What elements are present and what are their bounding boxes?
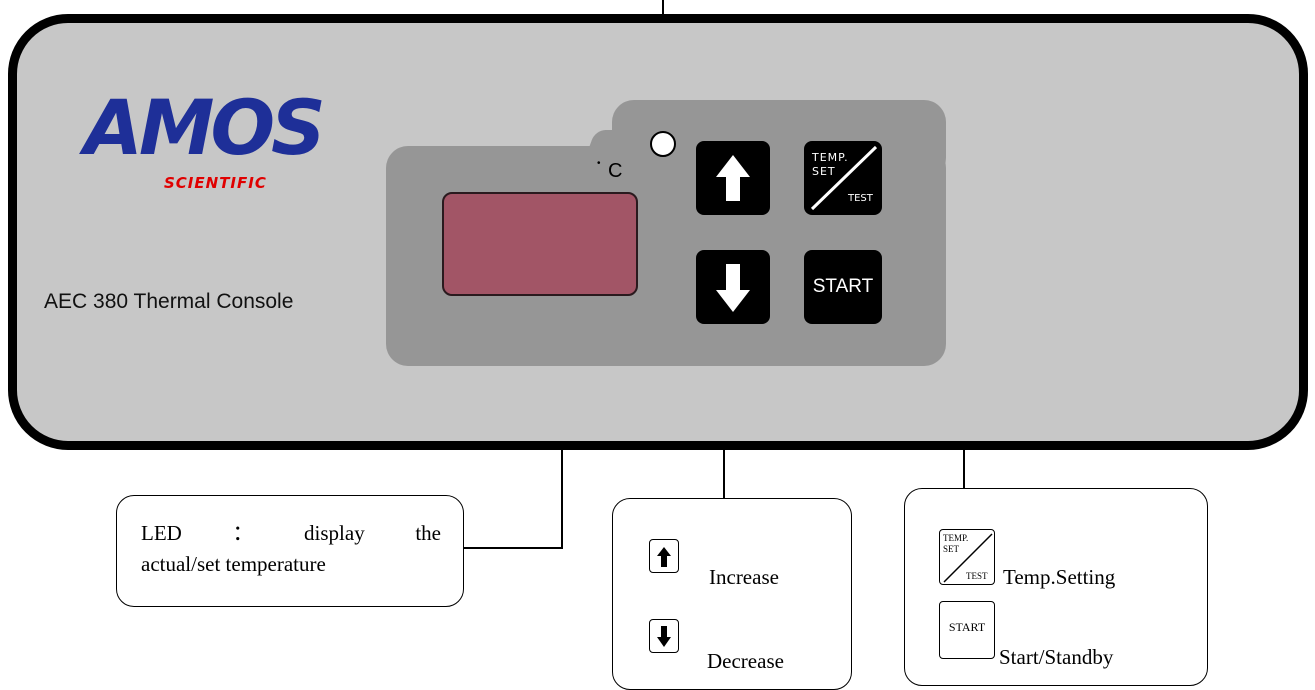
led-callout-title: LED	[141, 521, 182, 545]
mini-arrow-up-icon	[657, 547, 671, 567]
arrow-keys-callout: Increase Decrease	[612, 498, 852, 690]
start-standby-label: Start/Standby	[999, 645, 1114, 669]
temp-setting-label: Temp.Setting	[1003, 565, 1116, 589]
increase-label: Increase	[709, 565, 779, 589]
arrow-up-icon	[716, 155, 750, 201]
logo-main-text: AMOS	[84, 83, 326, 172]
arrow-down-icon	[716, 264, 750, 312]
mini-temp-label-temp: TEMP.	[943, 533, 969, 543]
mini-temp-label-set: SET	[943, 544, 960, 554]
degree-symbol: •	[597, 158, 601, 169]
start-button[interactable]: START	[804, 250, 882, 324]
led-callout-word-display: display	[304, 521, 365, 545]
celsius-unit-label: C	[608, 160, 623, 182]
mini-up-key	[649, 539, 679, 573]
led-callout-colon: ：	[232, 521, 254, 545]
amos-logo: AMOS SCIENTIFIC	[84, 90, 326, 200]
temp-key-label-temp: TEMP.	[812, 151, 849, 164]
led-display	[442, 192, 638, 296]
console-model-name: AEC 380 Thermal Console	[44, 290, 294, 313]
mini-start-label: START	[948, 620, 986, 634]
mini-start-key: START	[939, 601, 995, 659]
led-callout-word-the: the	[415, 521, 441, 545]
temp-key-label-test: TEST	[848, 193, 873, 204]
diagonal-divider-icon	[810, 145, 878, 211]
led-callout-line2: actual/set temperature	[141, 552, 326, 576]
mini-diagonal-divider-icon	[943, 533, 993, 583]
mini-arrow-down-icon	[657, 626, 671, 647]
mini-down-key	[649, 619, 679, 653]
led-callout: LED ： display the actual/set temperature	[116, 495, 464, 607]
decrease-button[interactable]	[696, 250, 770, 324]
logo-sub-text: SCIENTIFIC	[164, 174, 267, 192]
decrease-label: Decrease	[707, 649, 784, 673]
mini-temp-label-test: TEST	[966, 571, 988, 581]
indicator-light	[650, 131, 676, 157]
start-key-label: START	[812, 276, 874, 297]
temp-set-test-button[interactable]: TEMP. SET TEST	[804, 141, 882, 215]
temp-key-label-set: SET	[812, 165, 836, 178]
function-keys-callout: TEMP. SET TEST Temp.Setting START Start/…	[904, 488, 1208, 686]
led-callout-line1: LED ： display the	[141, 518, 441, 549]
increase-button[interactable]	[696, 141, 770, 215]
mini-temp-set-key: TEMP. SET TEST	[939, 529, 995, 585]
